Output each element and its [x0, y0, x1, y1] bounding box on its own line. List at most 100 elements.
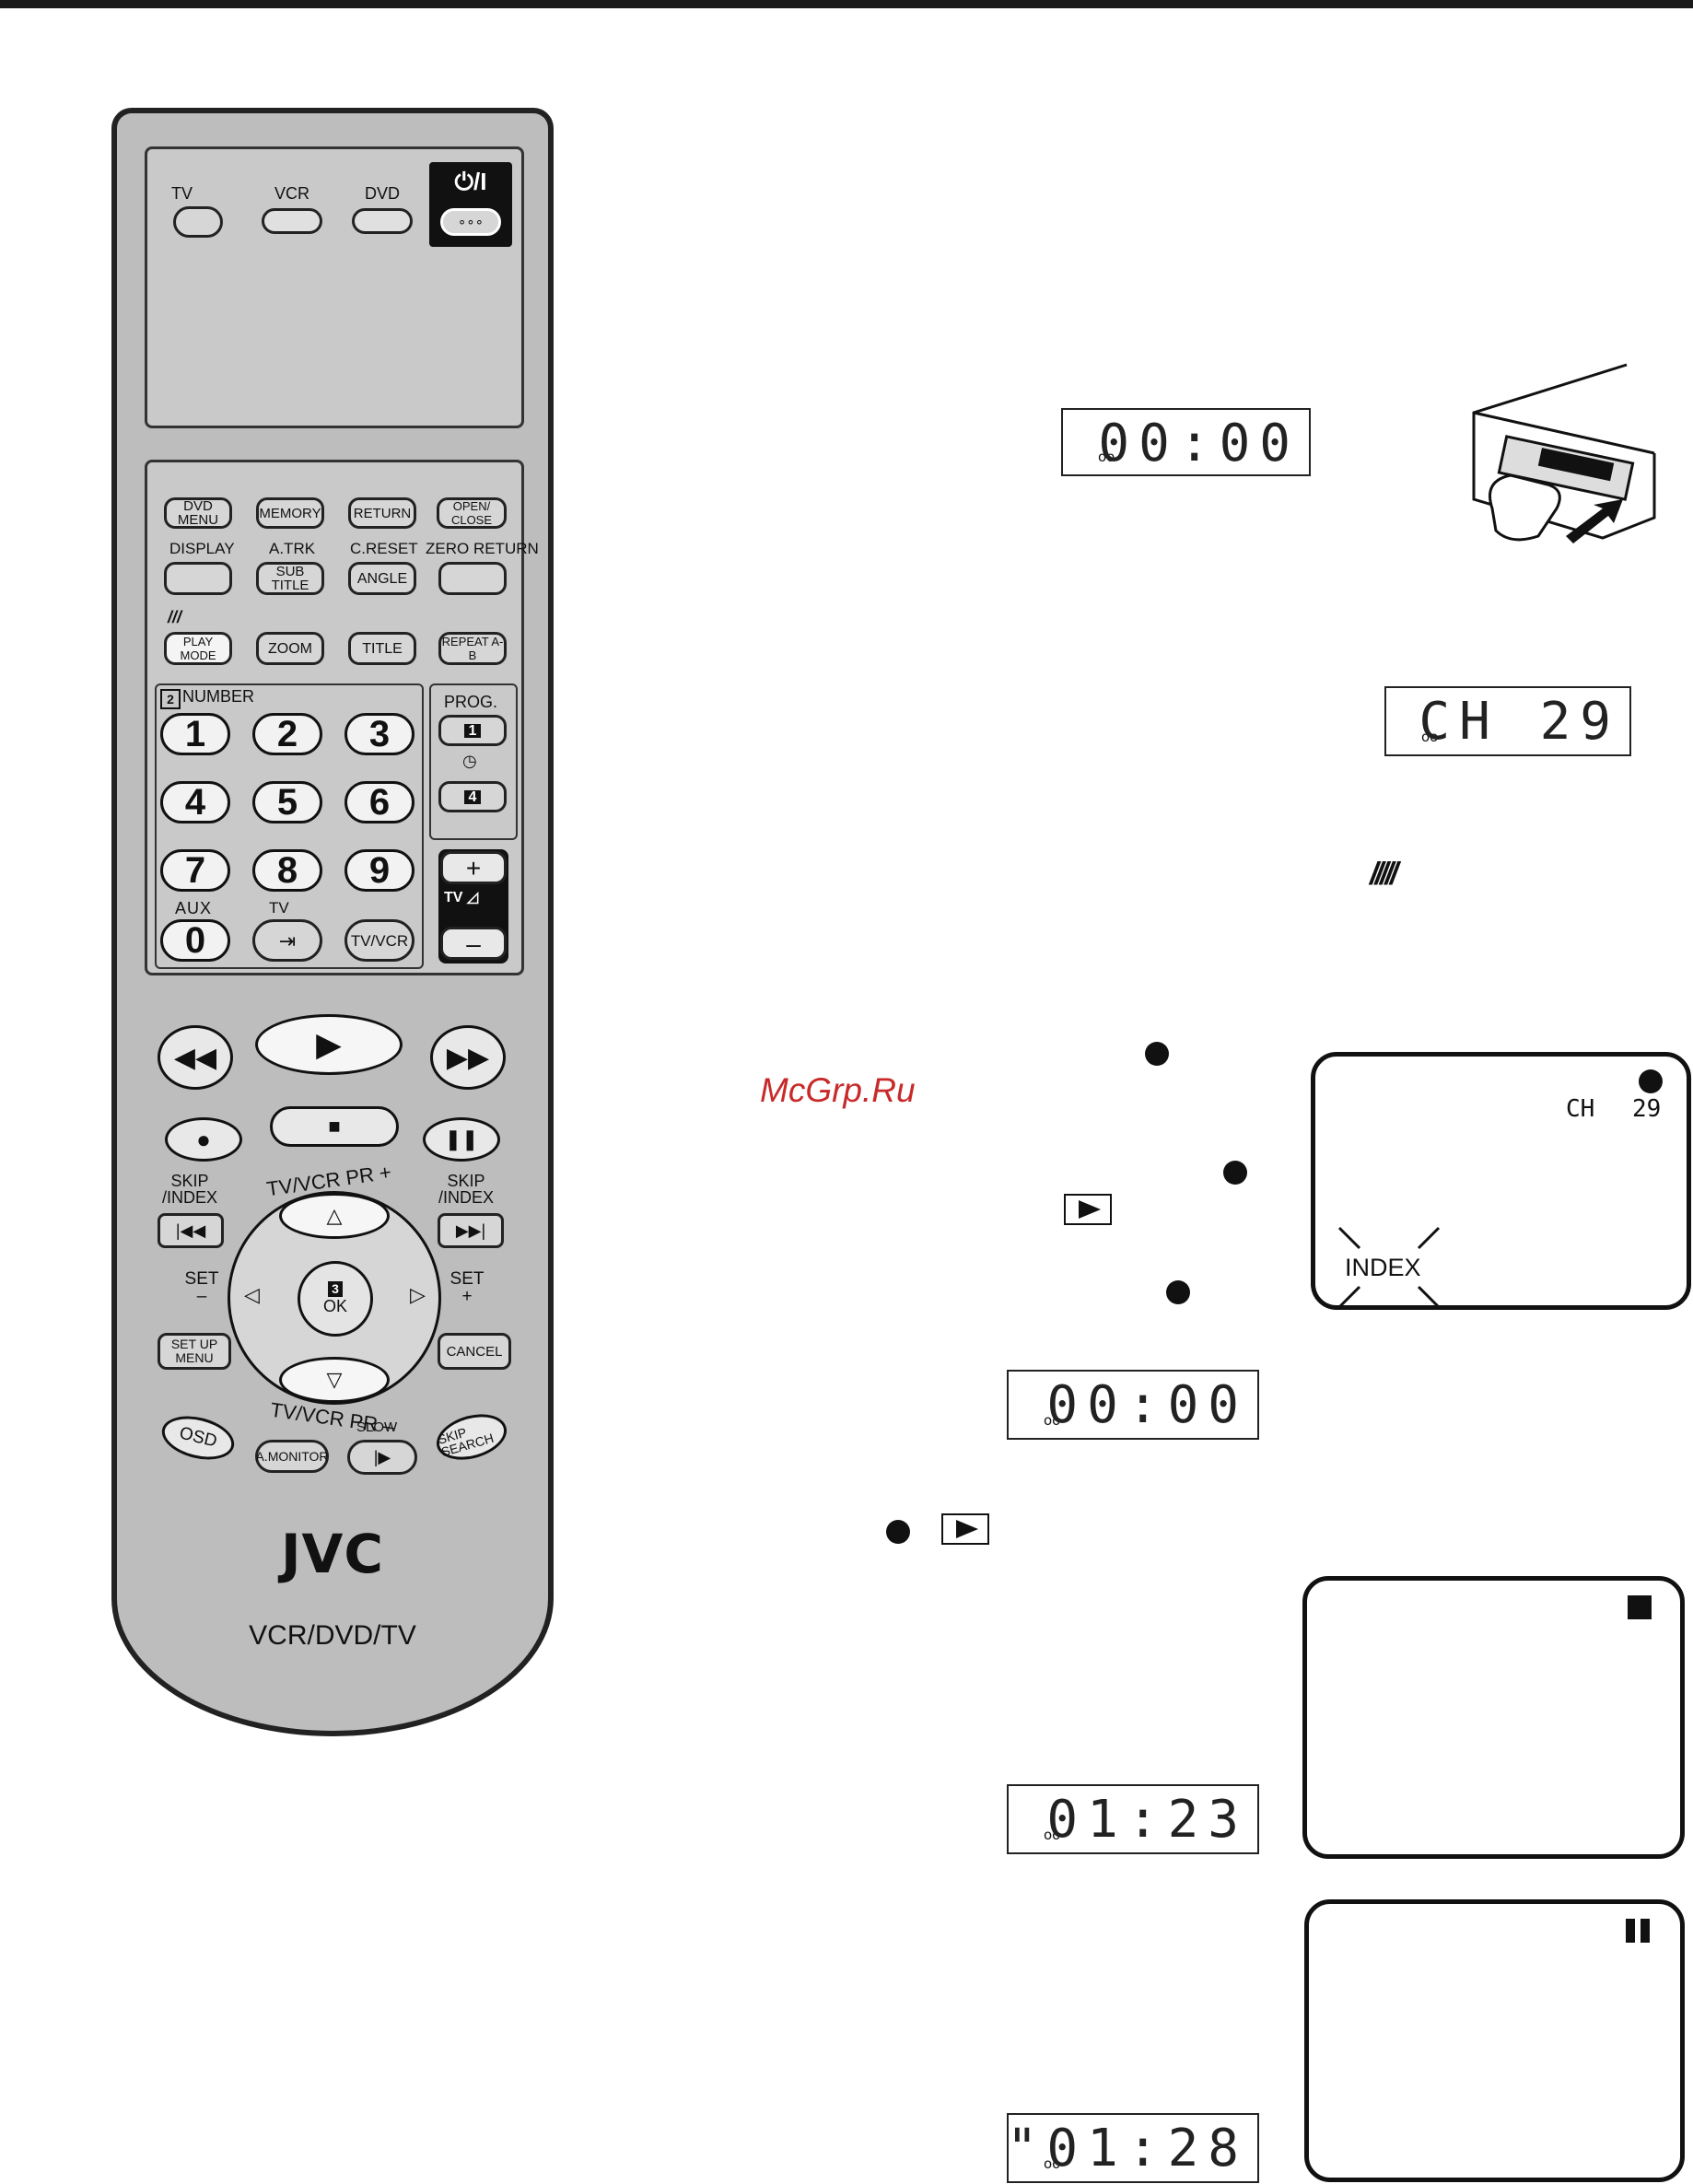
- record-icon: [1166, 1280, 1190, 1304]
- memory-button[interactable]: MEMORY: [256, 497, 324, 529]
- number-step-badge: 2: [160, 689, 181, 709]
- tv-screen-pause: [1304, 1899, 1685, 2182]
- play-button[interactable]: ▶: [255, 1014, 403, 1075]
- skip-back-button[interactable]: |◀◀: [158, 1213, 224, 1248]
- tv-source-switch[interactable]: [173, 206, 223, 238]
- tape-icon: oo: [1044, 1412, 1061, 1429]
- ok-step-badge: 3: [328, 1281, 343, 1297]
- setup-menu-button[interactable]: SET UP MENU: [158, 1333, 231, 1370]
- lcd-display-2: oo CH 29: [1384, 686, 1631, 756]
- digit-1-button[interactable]: 1: [160, 713, 230, 755]
- channel-label: CH: [1566, 1095, 1595, 1123]
- tape-icon: oo: [1044, 2155, 1061, 2172]
- lcd-display-5: oo "01:28: [1007, 2113, 1259, 2183]
- set-minus-label: SET –: [184, 1269, 219, 1306]
- skip-forward-button[interactable]: ▶▶|: [438, 1213, 504, 1248]
- prog-step1-badge: 1: [463, 723, 482, 738]
- source-panel: TV VCR DVD ⏻/I ∘∘∘: [145, 146, 524, 428]
- volume-label: TV ◿: [444, 890, 479, 905]
- cassette-insert-illustration: [1472, 363, 1656, 543]
- prog-step4-button[interactable]: 4: [438, 781, 507, 812]
- display-label: DISPLAY: [169, 540, 235, 557]
- digit-4-button[interactable]: 4: [160, 781, 230, 823]
- zero-return-button[interactable]: [438, 562, 507, 595]
- cancel-button[interactable]: CANCEL: [438, 1333, 511, 1370]
- remote-control: TV VCR DVD ⏻/I ∘∘∘ DVD MENU MEMORY RETUR…: [111, 108, 554, 1736]
- digit-9-button[interactable]: 9: [344, 849, 414, 892]
- power-block: ⏻/I ∘∘∘: [429, 162, 512, 247]
- dpad-right-icon[interactable]: ▷: [410, 1283, 426, 1306]
- amonitor-button[interactable]: A.MONITOR: [255, 1440, 329, 1473]
- osd-button[interactable]: OSD: [157, 1408, 239, 1467]
- digit-8-button[interactable]: 8: [252, 849, 322, 892]
- zoom-button[interactable]: ZOOM: [256, 632, 324, 665]
- display-button[interactable]: [164, 562, 232, 595]
- input-select-icon[interactable]: ⇥: [252, 919, 322, 962]
- tv-screen-stop: [1302, 1576, 1685, 1859]
- skip-index-right-label: SKIP /INDEX: [438, 1172, 494, 1207]
- stop-button[interactable]: ■: [270, 1106, 399, 1147]
- dpad-left-icon[interactable]: ◁: [244, 1283, 260, 1306]
- index-blink-icon: [1337, 1226, 1441, 1309]
- set-plus-label: SET +: [450, 1269, 485, 1306]
- ok-label: OK: [322, 1297, 347, 1315]
- zero-return-label: ZERO RETURN: [426, 540, 539, 557]
- digit-6-button[interactable]: 6: [344, 781, 414, 823]
- dpad-down-button[interactable]: ▽: [279, 1357, 390, 1403]
- digit-2-button[interactable]: 2: [252, 713, 322, 755]
- lcd-display-3: oo 00:00: [1007, 1370, 1259, 1440]
- pause-button[interactable]: ❚❚: [423, 1117, 500, 1162]
- volume-down-button[interactable]: –: [440, 927, 507, 960]
- vcr-source-label: VCR: [274, 184, 310, 203]
- slow-button[interactable]: |▶: [347, 1440, 417, 1475]
- prog-block: [429, 683, 518, 840]
- prog-step4-badge: 4: [463, 789, 482, 804]
- pause-indicator-icon: [1626, 1919, 1635, 1943]
- channel-number: 29: [1632, 1095, 1662, 1123]
- digit-0-button[interactable]: 0: [160, 919, 230, 962]
- angle-button[interactable]: ANGLE: [348, 562, 416, 595]
- power-icon: ⏻/I: [454, 168, 487, 195]
- volume-up-button[interactable]: +: [440, 851, 507, 884]
- vcr-source-button[interactable]: [262, 208, 322, 234]
- lcd-display-1: oo 00:00: [1061, 408, 1311, 476]
- tv-source-label: TV: [171, 184, 193, 203]
- prog-label: PROG.: [444, 693, 498, 711]
- play-mode-button[interactable]: PLAY MODE: [164, 632, 232, 665]
- dvd-menu-button[interactable]: DVD MENU: [164, 497, 232, 529]
- dvd-source-button[interactable]: [352, 208, 413, 234]
- power-button[interactable]: ∘∘∘: [440, 208, 501, 236]
- subtitle-button[interactable]: SUB TITLE: [256, 562, 324, 595]
- title-button[interactable]: TITLE: [348, 632, 416, 665]
- repeat-ab-button[interactable]: REPEAT A-B: [438, 632, 507, 665]
- fast-forward-button[interactable]: ▶▶: [430, 1025, 506, 1090]
- watermark: McGrp.Ru: [760, 1071, 916, 1109]
- dvd-source-label: DVD: [365, 184, 401, 203]
- record-button[interactable]: ●: [165, 1117, 242, 1162]
- step-marker-icon: ///: [168, 608, 182, 626]
- tape-icon: oo: [1044, 1827, 1061, 1843]
- ok-button[interactable]: 3 OK: [298, 1261, 373, 1337]
- tape-icon: oo: [1098, 449, 1115, 465]
- top-rule: [0, 0, 1693, 8]
- prog-step1-button[interactable]: 1: [438, 715, 507, 746]
- return-button[interactable]: RETURN: [348, 497, 416, 529]
- slow-label: SLOW: [356, 1419, 398, 1435]
- skip-search-button[interactable]: SKIP SEARCH: [431, 1407, 512, 1467]
- pause-indicator-icon: [1640, 1919, 1650, 1943]
- aux-label: AUX: [175, 899, 213, 917]
- open-close-button[interactable]: OPEN/ CLOSE: [437, 497, 507, 529]
- rewind-button[interactable]: ◀◀: [158, 1025, 233, 1090]
- tv-screen-record: CH 29 INDEX: [1311, 1052, 1691, 1310]
- step-marker-icon: /////: [1370, 857, 1398, 892]
- record-icon: [886, 1520, 910, 1544]
- digit-7-button[interactable]: 7: [160, 849, 230, 892]
- record-icon: [1223, 1161, 1247, 1185]
- creset-label: C.RESET: [350, 540, 418, 557]
- digit-3-button[interactable]: 3: [344, 713, 414, 755]
- tvvcr-button[interactable]: TV/VCR: [344, 919, 414, 962]
- skip-index-left-label: SKIP /INDEX: [161, 1172, 217, 1207]
- digit-5-button[interactable]: 5: [252, 781, 322, 823]
- dpad-up-button[interactable]: △: [279, 1193, 390, 1239]
- lcd-digits-5: "01:28: [1006, 2119, 1248, 2178]
